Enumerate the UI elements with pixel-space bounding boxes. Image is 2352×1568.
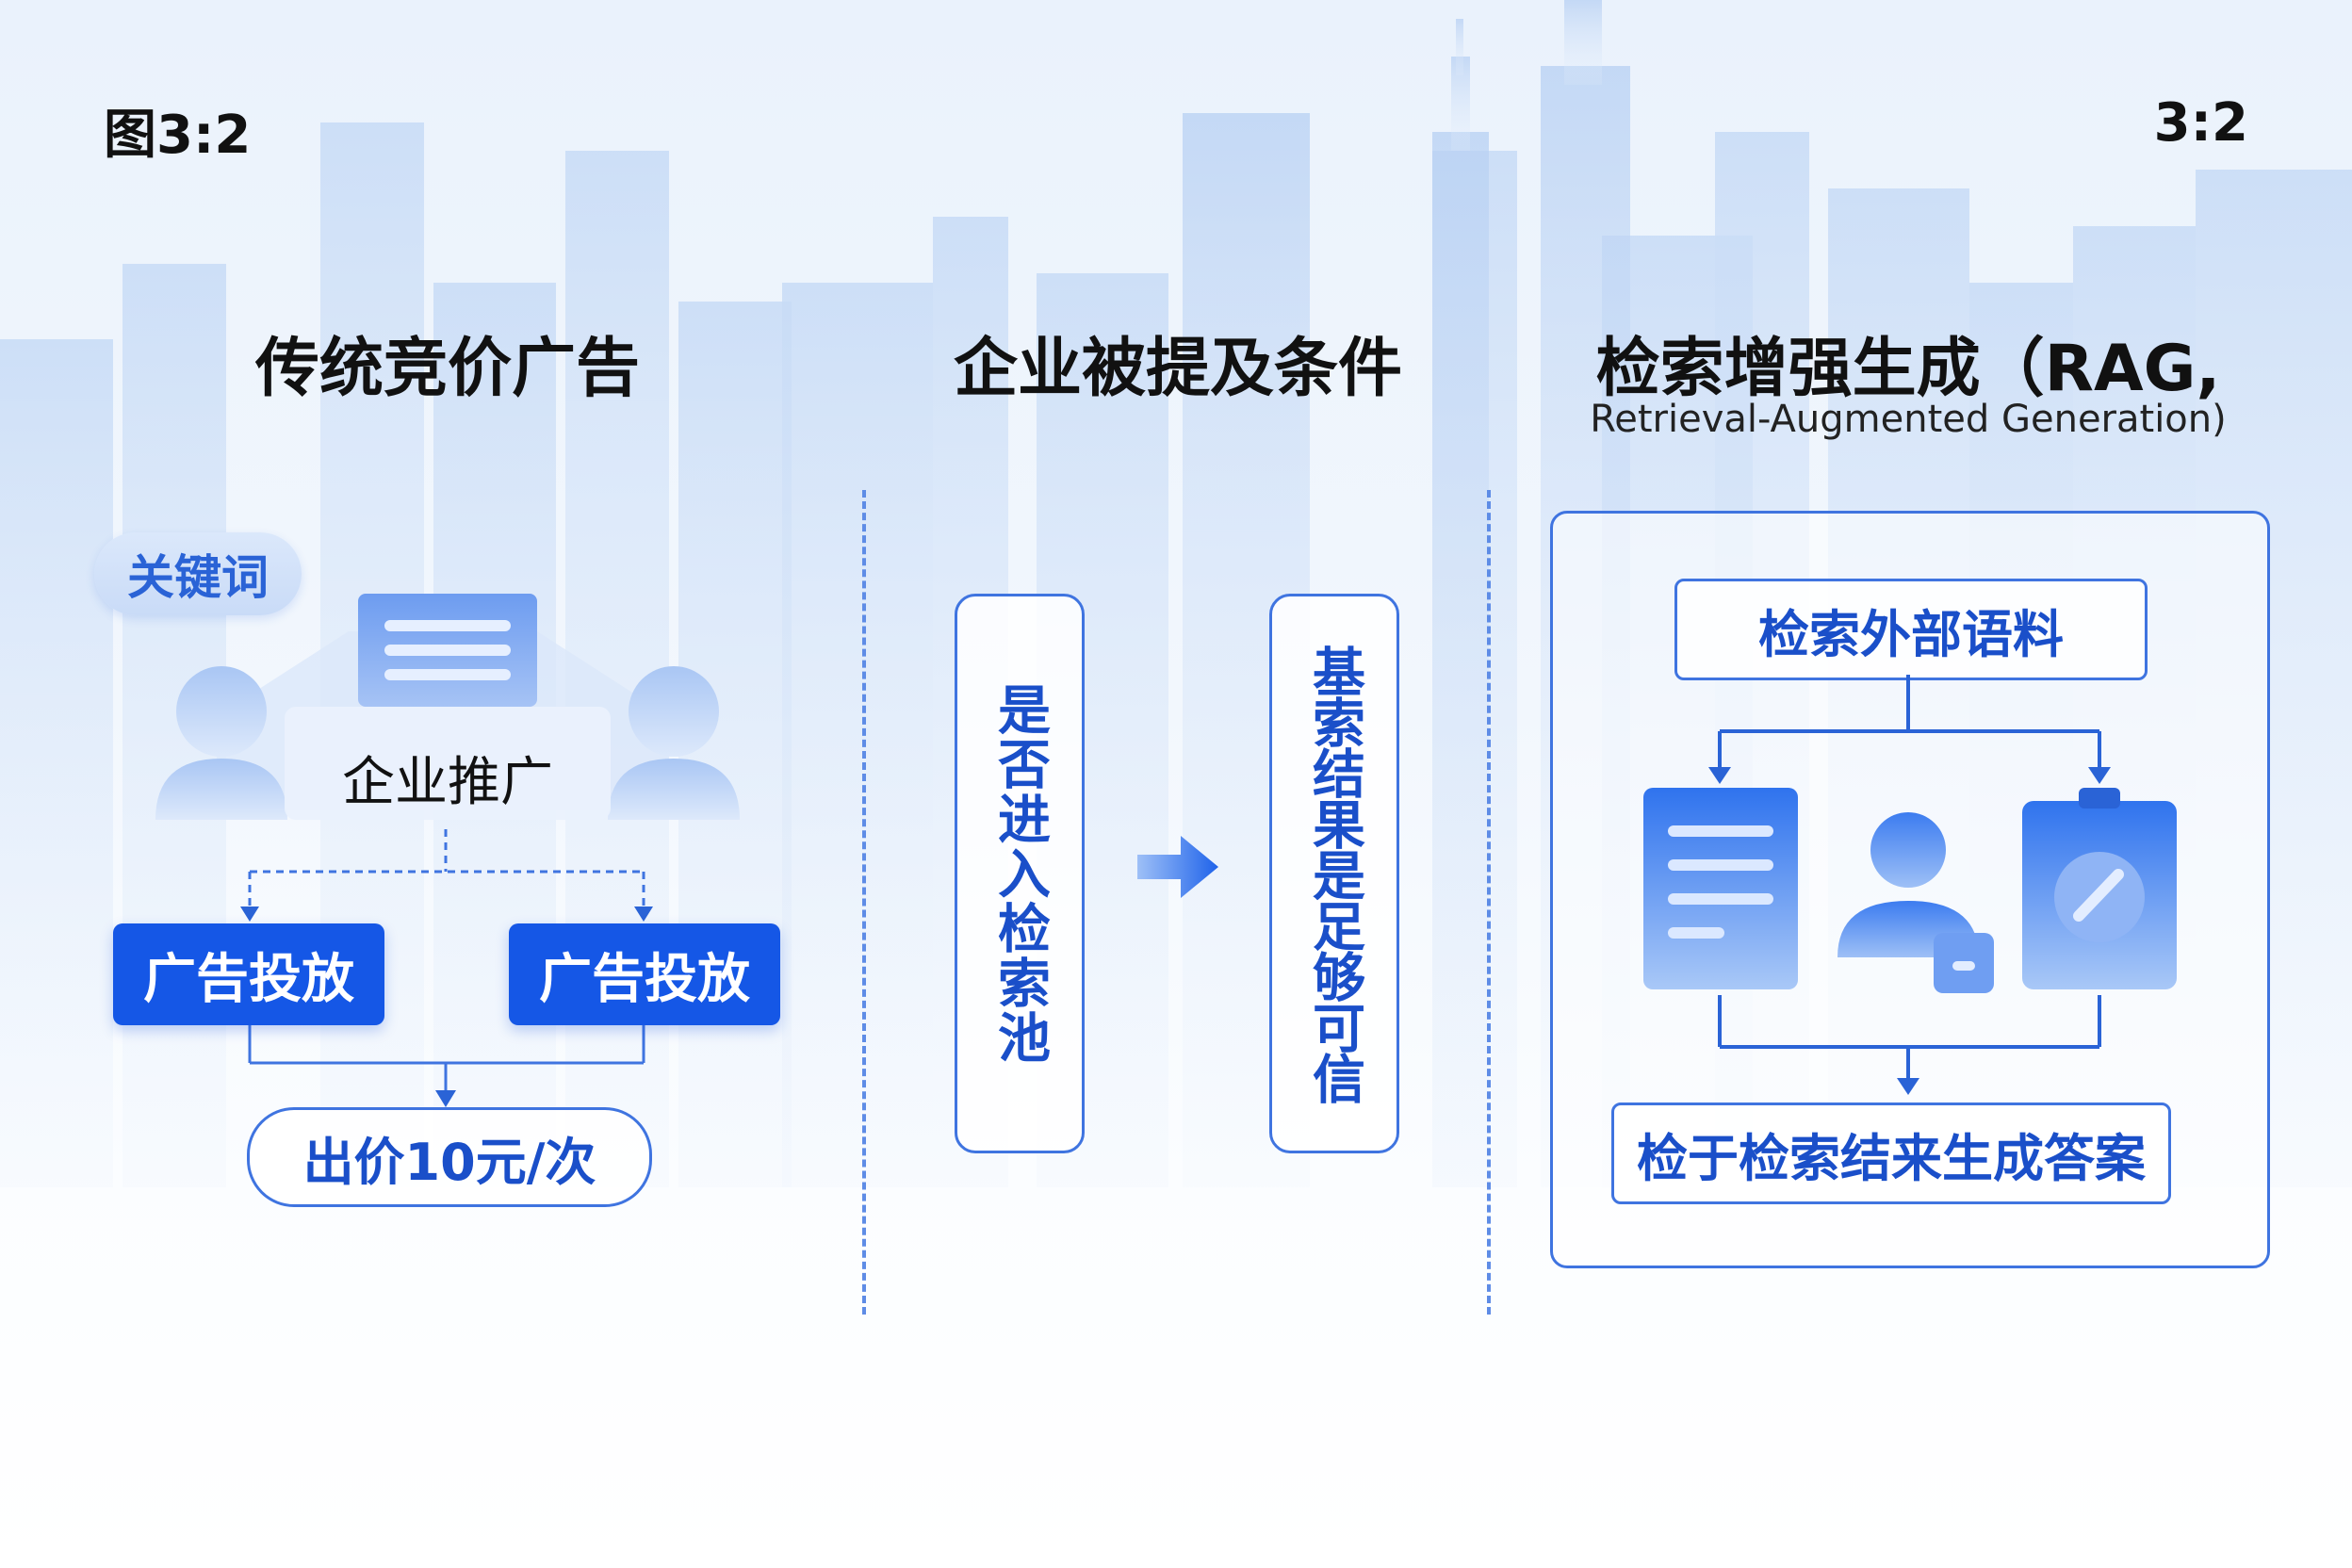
rag-subtitle: Retrieval-Augmented Generation) xyxy=(1590,398,2227,441)
ad-placement-button-right[interactable]: 广告投放 xyxy=(509,923,780,1025)
document-card-icon xyxy=(1643,788,1798,989)
traditional-ads-title: 传统竞价广告 xyxy=(254,332,640,406)
retrieve-external-corpus-box: 检索外部语料 xyxy=(1674,579,2148,680)
figure-label: 图3:2 xyxy=(104,105,252,166)
enterprise-promotion-label: 企业推广 xyxy=(342,752,553,813)
user-icon xyxy=(1838,812,1994,993)
ad-placement-button-left[interactable]: 广告投放 xyxy=(113,923,384,1025)
condition-result-credibility: 基索结果是足够可信 xyxy=(1269,594,1399,1153)
condition-retrieval-pool: 是否进入检索池 xyxy=(955,594,1085,1153)
conditions-title: 企业被提及条件 xyxy=(953,332,1402,406)
person-icon-left xyxy=(155,666,287,820)
document-icon xyxy=(358,594,537,707)
bid-price-box: 出价10元/次 xyxy=(247,1107,652,1207)
person-icon-right xyxy=(608,666,740,820)
separator-right xyxy=(1487,490,1491,1315)
ratio-label: 3:2 xyxy=(2153,92,2248,154)
clipboard-check-icon xyxy=(2022,788,2177,989)
separator-left xyxy=(862,490,866,1315)
rag-flow-diagram xyxy=(1643,675,2177,1095)
keyword-tag: 关键词 xyxy=(94,532,302,615)
generate-answer-box: 检于检索结来生成答案 xyxy=(1611,1102,2171,1204)
promotion-illustration xyxy=(155,594,740,820)
arrow-right-icon xyxy=(1137,836,1218,898)
rag-title: 检索增强生成（RAG, xyxy=(1595,332,2221,406)
ad-flow-connectors xyxy=(240,829,653,1107)
